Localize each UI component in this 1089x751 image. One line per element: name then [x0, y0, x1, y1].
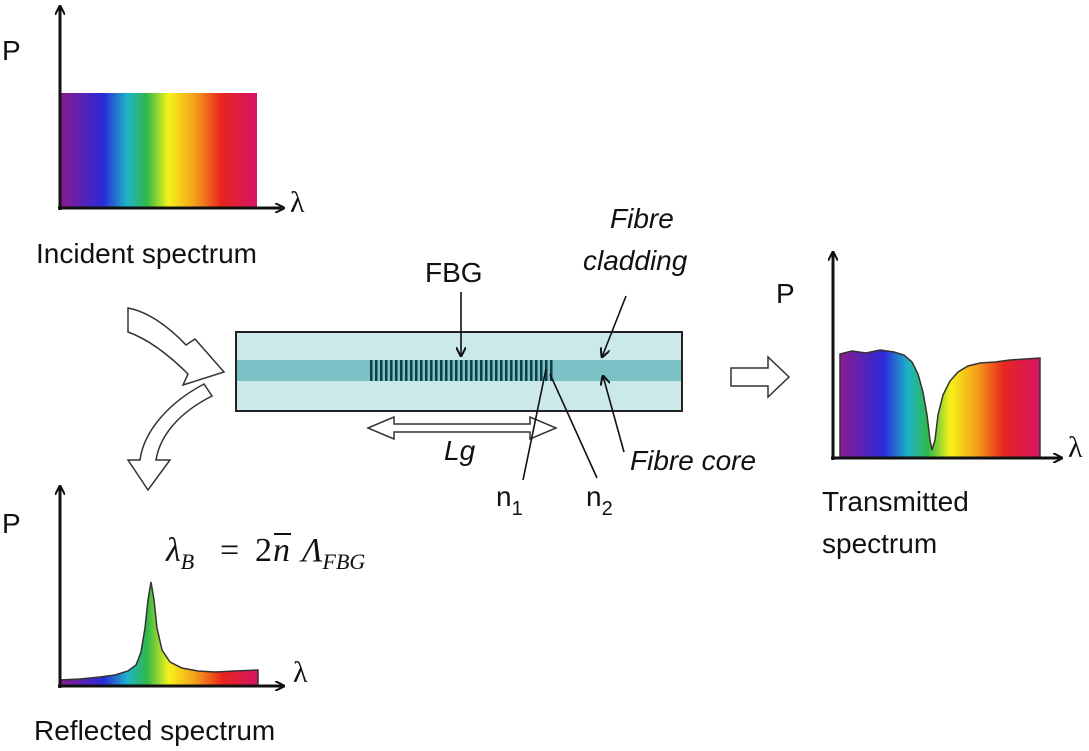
- transmitted-x-label: λ: [1068, 431, 1083, 464]
- equation-equals: =: [220, 532, 239, 569]
- grating-stripe: [530, 360, 533, 381]
- incident-x-label: λ: [290, 186, 305, 219]
- grating-stripe: [455, 360, 458, 381]
- grating-stripe: [505, 360, 508, 381]
- reflected-spectrum-fill: [59, 581, 259, 687]
- incident-spectrum-fill: [60, 93, 257, 208]
- grating-stripe: [480, 360, 483, 381]
- grating-stripe: [410, 360, 413, 381]
- grating-stripe: [520, 360, 523, 381]
- grating-stripe: [475, 360, 478, 381]
- grating-stripe: [485, 360, 488, 381]
- n2-pointer-line: [549, 373, 598, 479]
- grating-stripe: [460, 360, 463, 381]
- transmitted-caption-line2: spectrum: [822, 528, 937, 559]
- core-label: Fibre core: [630, 445, 756, 476]
- n2-label: n2: [586, 481, 613, 520]
- grating-stripe: [515, 360, 518, 381]
- cladding-label-line1: Fibre: [610, 203, 674, 234]
- transmitted-y-label: P: [776, 278, 795, 309]
- grating-stripe: [425, 360, 428, 381]
- reflected-y-label: P: [2, 508, 21, 539]
- equation-Lambda: ΛFBG: [299, 532, 365, 574]
- reflected-x-label: λ: [293, 656, 308, 689]
- grating-stripe: [440, 360, 443, 381]
- n1-label: n1: [496, 481, 523, 520]
- grating-stripe: [435, 360, 438, 381]
- grating-stripe: [405, 360, 408, 381]
- reflected-curved-arrow: [126, 383, 214, 492]
- grating-stripe: [420, 360, 423, 381]
- incoming-curved-arrow: [127, 307, 226, 387]
- grating-stripe: [415, 360, 418, 381]
- grating-stripe: [385, 360, 388, 381]
- grating-stripe: [395, 360, 398, 381]
- grating-stripe: [390, 360, 393, 381]
- grating-stripe: [445, 360, 448, 381]
- grating-stripe: [495, 360, 498, 381]
- grating-stripe: [490, 360, 493, 381]
- grating-stripe: [465, 360, 468, 381]
- grating-stripe: [535, 360, 538, 381]
- incident-caption: Incident spectrum: [36, 238, 257, 269]
- grating-length-arrow: [366, 415, 558, 441]
- fbg-label: FBG: [425, 257, 483, 288]
- grating-stripe: [470, 360, 473, 381]
- equation-nbar: n: [273, 532, 290, 569]
- incident-y-label: P: [2, 35, 21, 66]
- transmitted-spectrum-plot: P λ Transmitted spectrum: [776, 252, 1083, 559]
- reflected-spectrum-plot: P λ Reflected spectrum: [2, 486, 308, 746]
- grating-stripe: [430, 360, 433, 381]
- equation-lambda: λB: [165, 532, 194, 574]
- cladding-label-line2: cladding: [583, 245, 688, 276]
- n1-pointer-line: [522, 368, 547, 481]
- length-label: Lg: [444, 435, 476, 466]
- grating-stripe: [450, 360, 453, 381]
- bragg-equation: λB = 2 n ΛFBG: [165, 532, 365, 574]
- cladding-pointer-arrow: [602, 295, 627, 357]
- transmitted-caption-line1: Transmitted: [822, 486, 969, 517]
- fibre-core: [237, 360, 681, 381]
- incident-spectrum-plot: P λ Incident spectrum: [2, 6, 305, 269]
- grating-stripe: [380, 360, 383, 381]
- grating-stripe: [525, 360, 528, 381]
- transmission-arrow: [730, 355, 791, 399]
- grating-stripe: [500, 360, 503, 381]
- transmitted-spectrum-fill: [839, 349, 1041, 459]
- fibre: [235, 331, 683, 412]
- grating-stripe: [540, 360, 543, 381]
- grating-stripe: [400, 360, 403, 381]
- grating-stripe: [375, 360, 378, 381]
- grating-stripe: [370, 360, 373, 381]
- core-pointer-arrow: [603, 376, 625, 453]
- grating-stripe: [550, 360, 553, 381]
- grating-stripe: [510, 360, 513, 381]
- equation-two: 2: [255, 532, 272, 569]
- fbg-grating: [370, 360, 553, 381]
- reflected-caption: Reflected spectrum: [34, 715, 275, 746]
